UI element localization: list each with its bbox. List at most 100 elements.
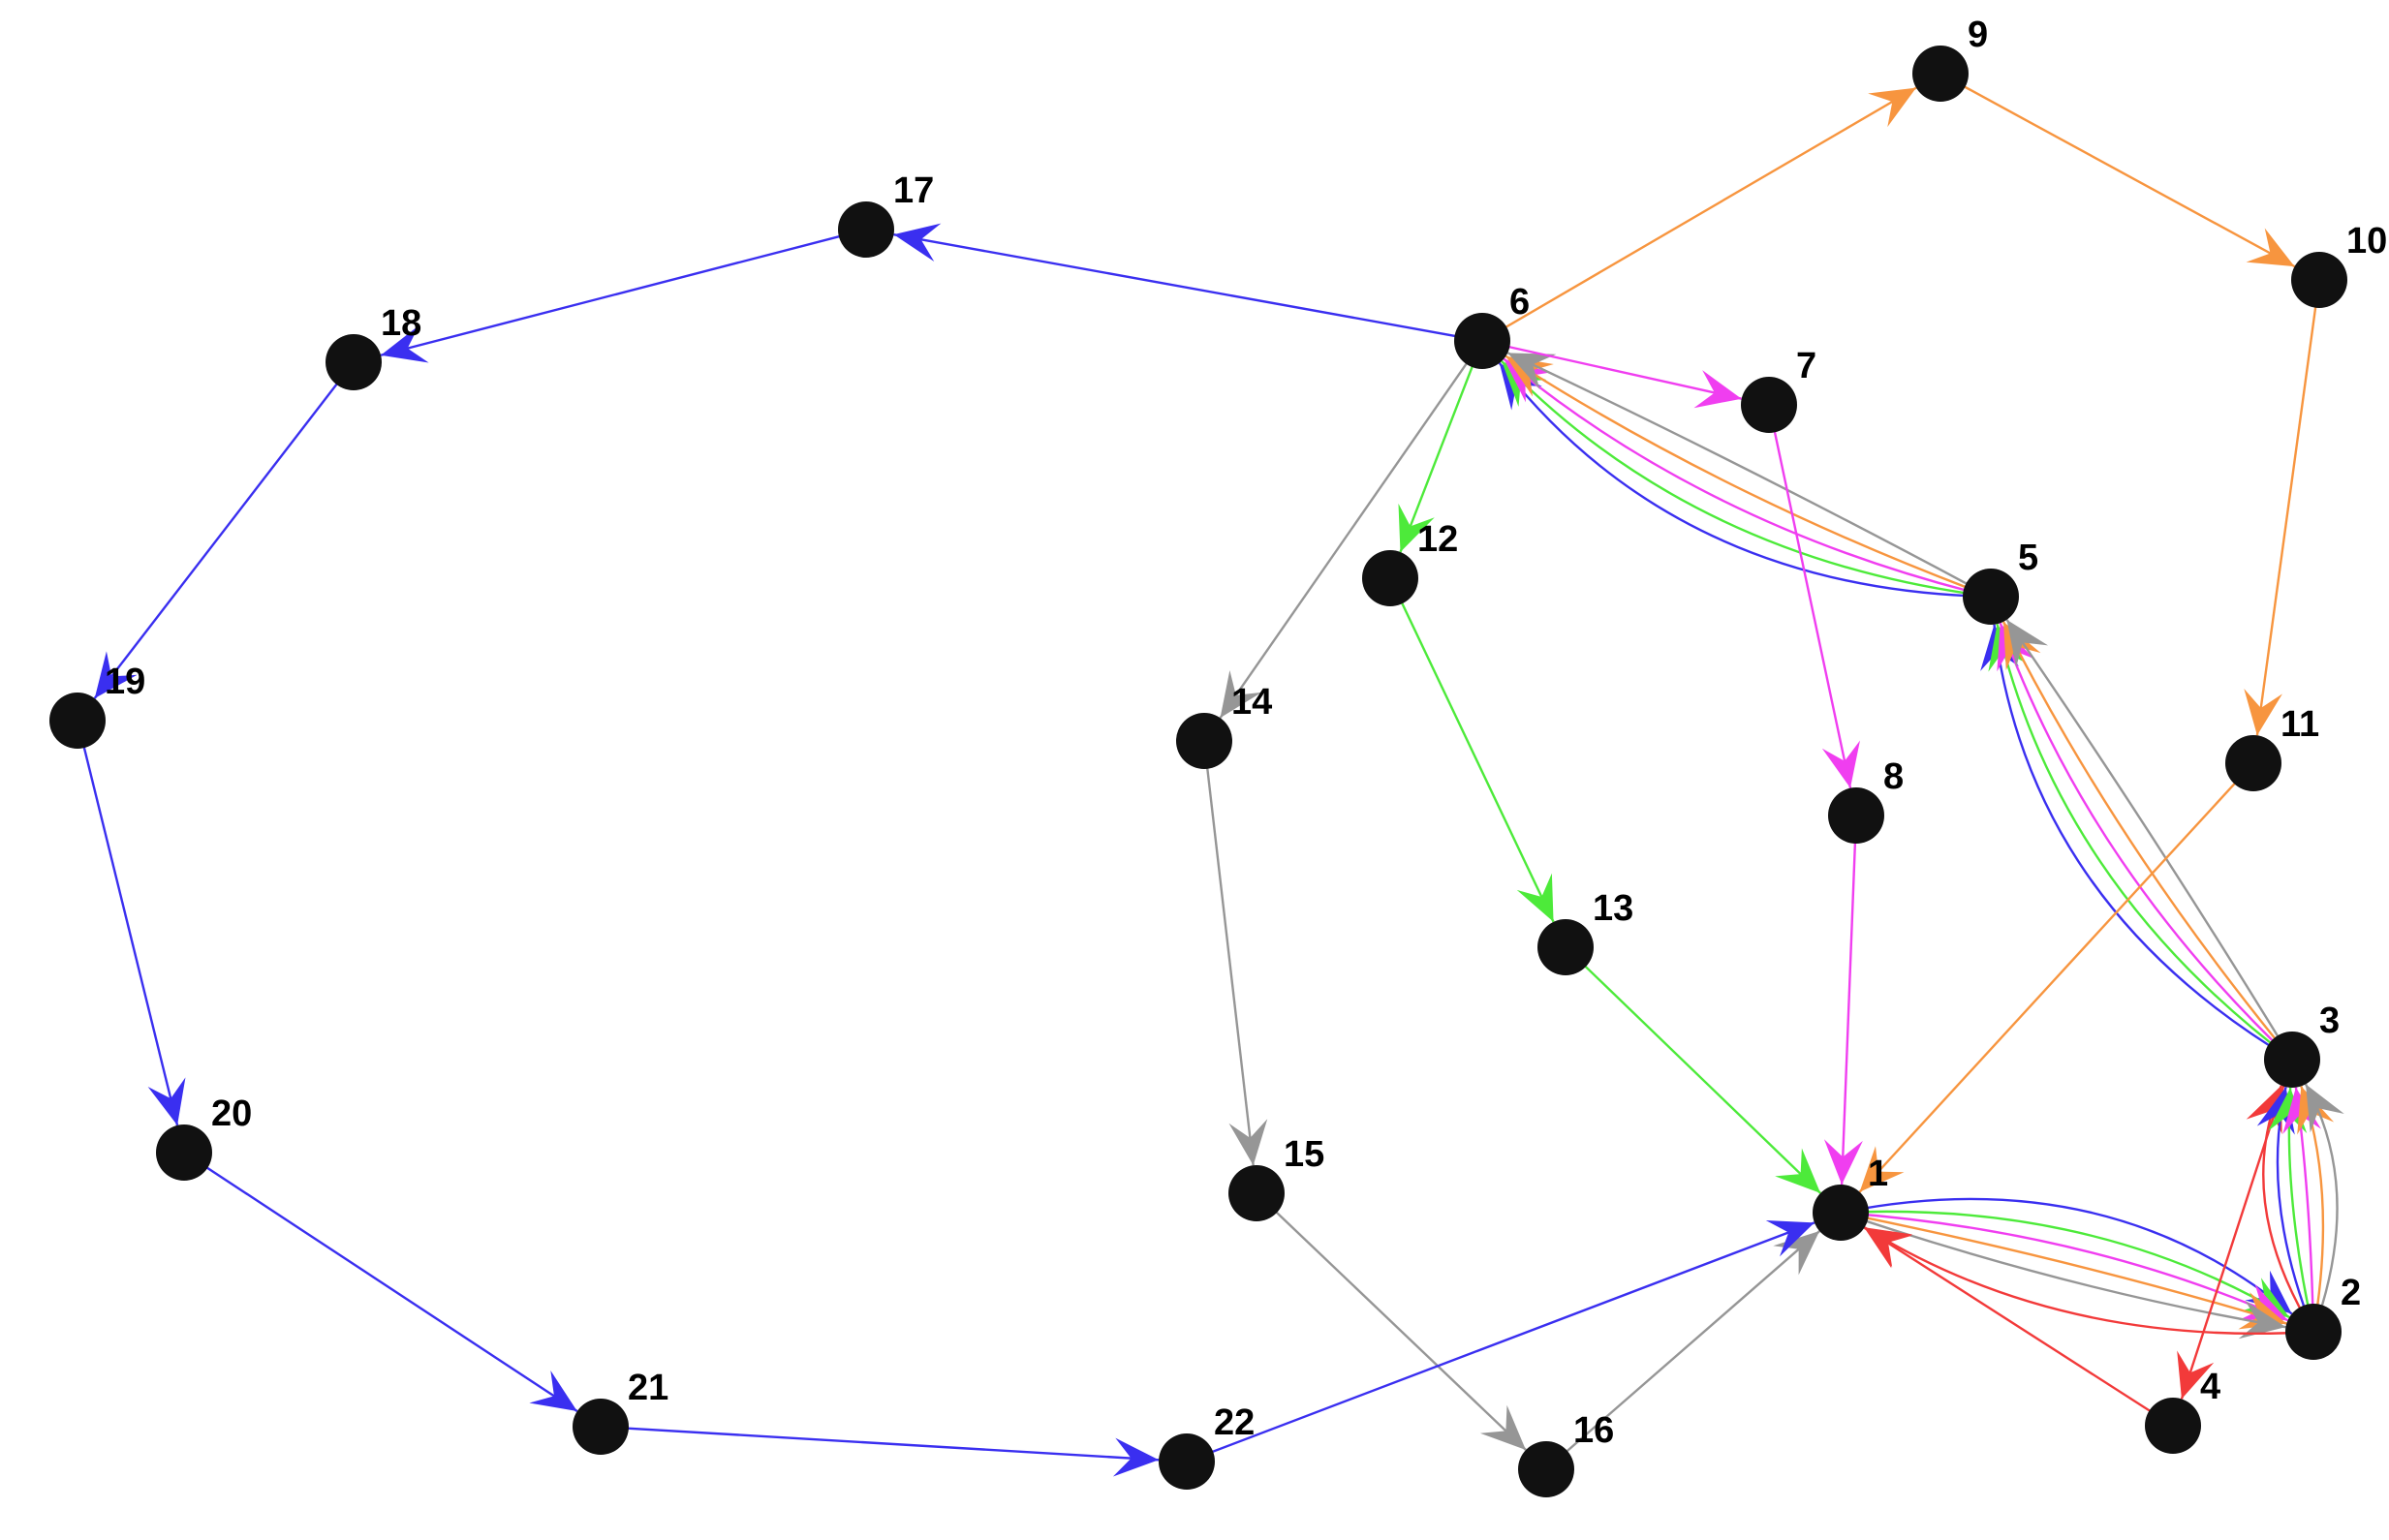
node-10 [2291, 252, 2347, 308]
edge-17-to-18-blue [380, 228, 867, 356]
edge-8-to-1-magenta [1840, 815, 1858, 1186]
arrowhead-4-to-1-red [1864, 1227, 1912, 1269]
edge-5-to-6-blue [1498, 362, 1992, 599]
edge-13-to-1-green [1565, 946, 1821, 1194]
arrowhead-16-to-1-gray [1773, 1231, 1820, 1276]
arrowhead-1-to-2-magenta [2239, 1284, 2288, 1321]
edge-16-to-1-gray [1545, 1230, 1820, 1470]
arrowhead-5-to-6-gray [1507, 353, 1557, 389]
edge-3-to-5-magenta [1999, 622, 2293, 1061]
edge-1-to-2-magenta [1840, 1211, 2289, 1322]
node-7 [1741, 377, 1797, 433]
node-8 [1828, 787, 1884, 844]
arrowhead-1-to-2-gray [2238, 1300, 2286, 1340]
arrowhead-17-to-18-blue [381, 324, 429, 363]
arrowhead-3-to-5-gray [2006, 619, 2049, 668]
arrowhead-21-to-22-blue [1112, 1437, 1160, 1477]
node-label-19: 19 [105, 662, 145, 702]
arrowhead-3-to-4-red [2177, 1350, 2215, 1400]
node-label-18: 18 [381, 303, 421, 344]
node-3 [2264, 1032, 2320, 1088]
arrowhead-9-to-10-orange [2246, 228, 2295, 267]
node-label-1: 1 [1868, 1154, 1888, 1194]
node-label-4: 4 [2200, 1367, 2220, 1407]
node-label-20: 20 [211, 1093, 252, 1134]
arrowhead-19-to-20-blue [147, 1077, 186, 1125]
node-2 [2285, 1304, 2342, 1360]
node-label-17: 17 [893, 170, 934, 211]
edge-7-to-8-magenta [1767, 404, 1852, 788]
edge-1-to-2-blue [1840, 1197, 2293, 1315]
edge-6-to-14-gray [1219, 340, 1483, 719]
edge-22-to-1-blue [1186, 1221, 1815, 1463]
node-4 [2145, 1398, 2201, 1454]
node-20 [156, 1124, 212, 1181]
arrowhead-6-to-14-gray [1220, 669, 1262, 719]
node-label-15: 15 [1284, 1134, 1324, 1175]
edge-3-to-5-gray [2005, 619, 2294, 1061]
arrowhead-2-to-3-green [2268, 1087, 2308, 1134]
node-5 [1963, 569, 2019, 625]
edge-15-to-16-gray [1256, 1192, 1527, 1451]
edge-1-to-2-green [1840, 1210, 2290, 1319]
edge-4-to-1-red [1863, 1226, 2174, 1428]
node-label-8: 8 [1883, 756, 1904, 797]
arrowhead-14-to-15-gray [1228, 1119, 1268, 1166]
arrowhead-22-to-1-blue [1765, 1219, 1815, 1257]
node-22 [1159, 1433, 1215, 1490]
node-15 [1228, 1165, 1285, 1221]
edge-layer [76, 72, 2344, 1477]
edge-1-to-2-orange [1840, 1211, 2287, 1325]
node-13 [1537, 919, 1594, 975]
arrowhead-2-to-3-red [2246, 1085, 2282, 1134]
arrowhead-15-to-16-gray [1479, 1404, 1527, 1450]
edge-6-to-17-blue [893, 232, 1483, 343]
edge-21-to-22-blue [600, 1425, 1160, 1462]
edge-2-to-1-red [1864, 1226, 2314, 1336]
node-label-14: 14 [1231, 682, 1272, 723]
node-label-2: 2 [2341, 1273, 2361, 1313]
arrowhead-12-to-13-green [1516, 873, 1554, 922]
edge-10-to-11-orange [2255, 279, 2321, 736]
node-label-22: 22 [1214, 1402, 1255, 1443]
edge-11-to-1-orange [1858, 762, 2254, 1193]
node-6 [1454, 313, 1510, 369]
node-19 [49, 693, 106, 749]
node-label-11: 11 [2280, 704, 2319, 745]
edge-3-to-5-blue [1993, 624, 2293, 1062]
node-label-6: 6 [1509, 282, 1530, 323]
node-17 [838, 201, 894, 258]
arrowhead-18-to-19-blue [94, 651, 138, 699]
node-14 [1176, 713, 1232, 769]
edge-2-to-3-gray [2304, 1083, 2339, 1333]
node-label-10: 10 [2346, 221, 2387, 262]
arrowhead-10-to-11-orange [2244, 688, 2282, 736]
arrowhead-6-to-9-orange [1868, 87, 1916, 128]
node-11 [2225, 735, 2281, 791]
node-label-13: 13 [1593, 888, 1633, 929]
arrowhead-6-to-12-green [1398, 503, 1435, 552]
arrowhead-2-to-3-gray [2306, 1084, 2344, 1133]
edge-6-to-7-magenta [1481, 339, 1742, 400]
edge-6-to-9-orange [1481, 86, 1917, 343]
edge-18-to-19-blue [93, 361, 355, 699]
edge-5-to-6-gray [1506, 352, 1992, 599]
edge-19-to-20-blue [76, 720, 179, 1126]
node-9 [1912, 46, 1969, 102]
arrowhead-6-to-7-magenta [1693, 370, 1742, 409]
node-16 [1518, 1441, 1574, 1497]
node-label-9: 9 [1968, 15, 1988, 55]
edge-20-to-21-blue [183, 1151, 578, 1413]
edge-3-to-5-green [1996, 623, 2293, 1061]
arrowhead-8-to-1-magenta [1823, 1139, 1863, 1186]
edge-5-to-6-magenta [1503, 357, 1992, 599]
node-label-7: 7 [1796, 346, 1816, 386]
arrowhead-6-to-17-blue [893, 223, 942, 262]
arrowhead-11-to-1-orange [1859, 1146, 1905, 1192]
edge-5-to-6-orange [1505, 354, 1992, 599]
node-label-21: 21 [628, 1368, 668, 1408]
edge-12-to-13-green [1388, 577, 1555, 923]
node-label-12: 12 [1417, 519, 1458, 560]
